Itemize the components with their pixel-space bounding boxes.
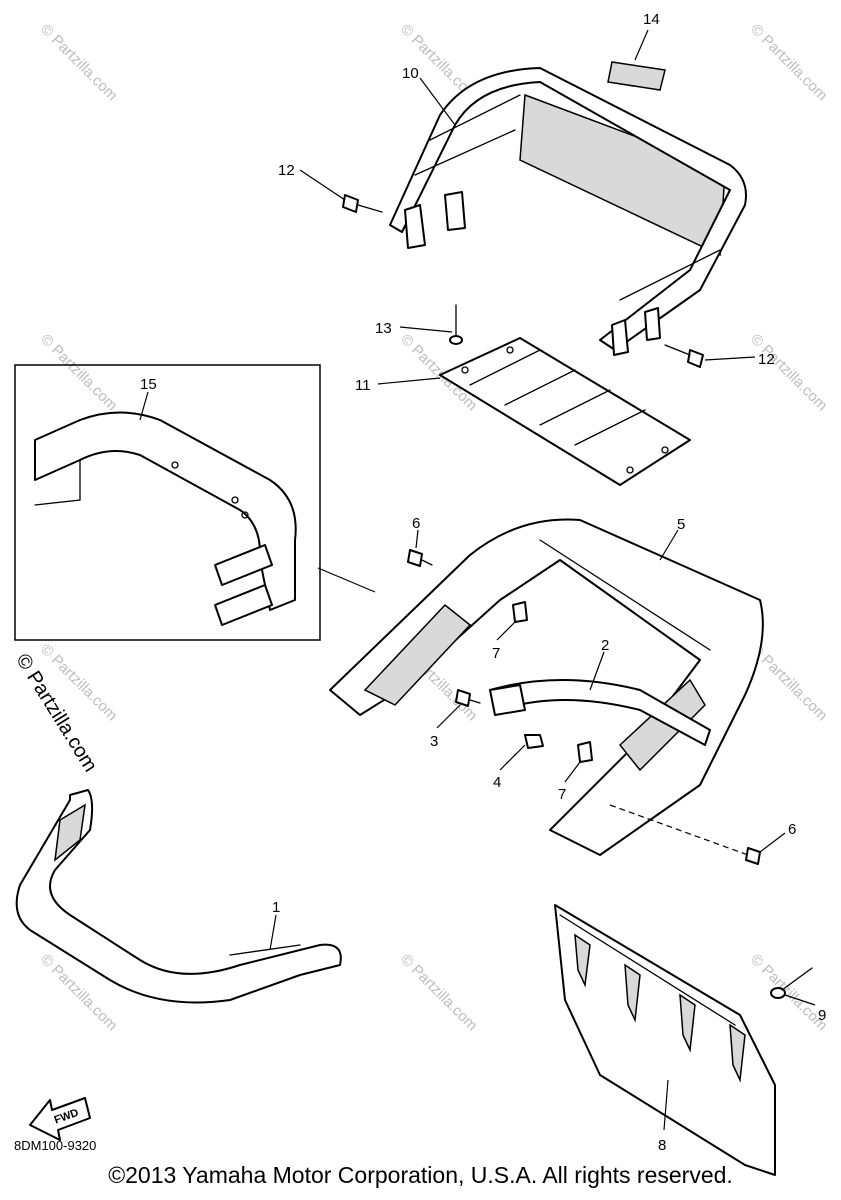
- callout-7-lower: 7: [558, 786, 566, 803]
- part-bolt-right: [664, 344, 704, 368]
- callout-2: 2: [601, 637, 609, 654]
- callout-9: 9: [818, 1007, 826, 1024]
- callout-11: 11: [355, 377, 371, 394]
- part-front-bumper: [15, 789, 342, 1004]
- part-mud-flap: [554, 904, 776, 1176]
- callout-4: 4: [493, 774, 501, 791]
- part-carrier-plate: [439, 337, 691, 486]
- callout-1: 1: [272, 899, 280, 916]
- callout-5: 5: [677, 516, 685, 533]
- part-rivet-9: [770, 967, 813, 999]
- part-clip-upper: [512, 601, 528, 623]
- part-rivet-top: [449, 304, 463, 345]
- callout-8: 8: [658, 1137, 666, 1154]
- part-bracket: [489, 679, 711, 746]
- callout-12-right: 12: [758, 351, 775, 368]
- watermark: © Partzilla.com: [747, 331, 830, 414]
- callout-3: 3: [430, 733, 438, 750]
- part-label: [607, 61, 666, 91]
- callout-6-lower: 6: [788, 821, 796, 838]
- callout-6: 6: [412, 515, 420, 532]
- part-clip-lower: [577, 741, 593, 763]
- watermark: © Partzilla.com: [37, 331, 120, 414]
- callout-labels: 14 10 12 13 11 12 15 6 5 2 7 3 4 7 6 1 9…: [140, 11, 826, 1154]
- watermark: © Partzilla.com: [37, 21, 120, 104]
- callout-12: 12: [278, 162, 295, 179]
- diagram-code: 8DM100-9320: [14, 1138, 97, 1153]
- inset-pointer: [317, 567, 376, 593]
- part-bolt-top-left: [342, 194, 383, 213]
- part-bolt-upper-left: [407, 549, 433, 567]
- callout-13: 13: [375, 320, 392, 337]
- watermark: © Partzilla.com: [397, 951, 480, 1034]
- part-nut-4: [524, 734, 544, 749]
- callout-10: 10: [402, 65, 419, 82]
- part-bolt-lower-right: [609, 804, 761, 865]
- part-bolt-3: [455, 689, 481, 707]
- callout-7: 7: [492, 645, 500, 662]
- callout-14: 14: [643, 11, 660, 28]
- leader-lines: [139, 29, 816, 1131]
- watermark: © Partzilla.com: [747, 21, 830, 104]
- inset-box: [14, 364, 321, 641]
- fwd-arrow-icon: FWD: [29, 1097, 91, 1141]
- copyright-notice: ©2013 Yamaha Motor Corporation, U.S.A. A…: [108, 1162, 733, 1188]
- part-rear-rack: [389, 67, 747, 356]
- callout-15: 15: [140, 376, 157, 393]
- part-rear-guard: [329, 518, 764, 856]
- part-tow-bar-inset: [34, 411, 297, 626]
